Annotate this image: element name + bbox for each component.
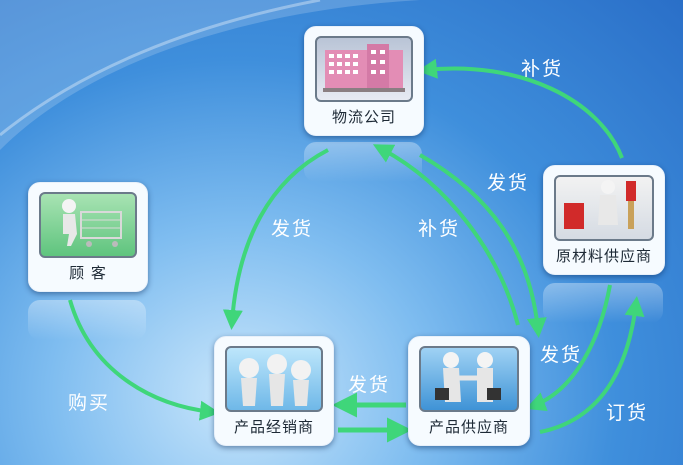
arrow-logistics-to-ps (419, 153, 547, 338)
arrow-rm-to-logistics (417, 58, 624, 159)
edge-label-rm-to-logistics: 补货 (521, 58, 564, 80)
node-product-supplier: 产品供应商 (408, 336, 530, 446)
node-customer-label: 顾 客 (69, 264, 107, 282)
edge-label-customer-to-dist: 购买 (68, 392, 111, 414)
node-raw-material: 原材料供应商 (543, 165, 665, 275)
node-distributor: 产品经销商 (214, 336, 334, 446)
node-product-supplier-label: 产品供应商 (428, 418, 509, 436)
node-customer: 顾 客 (28, 182, 148, 292)
arrow-logistics-to-dist (222, 148, 329, 330)
edge-label-rm-to-ps: 发货 (540, 344, 583, 366)
node-raw-material-label: 原材料供应商 (555, 247, 652, 265)
arrow-ps-to-rm (539, 296, 645, 434)
handshake-figures-icon (419, 346, 519, 412)
group-figures-icon (225, 346, 323, 412)
node-logistics: 物流公司 (304, 26, 424, 136)
edge-label-ps-to-rm: 订货 (606, 402, 649, 424)
node-distributor-label: 产品经销商 (233, 418, 314, 436)
arrow-customer-to-dist (68, 299, 220, 421)
node-logistics-label: 物流公司 (331, 108, 396, 126)
edge-label-logistics-to-dist: 发货 (271, 218, 314, 240)
customer-reflection (28, 300, 146, 340)
arrow-rm-to-ps (525, 284, 612, 412)
shopping-cart-figure-icon (39, 192, 137, 258)
logistics-building-icon (315, 36, 413, 102)
edge-label-ps-to-dist: 发货 (348, 374, 391, 396)
paint-figure-icon (554, 175, 654, 241)
arrow-ps-to-logistics (372, 144, 520, 326)
edge-label-logistics-to-ps: 发货 (487, 172, 530, 194)
edge-label-ps-to-logistics: 补货 (418, 218, 461, 240)
